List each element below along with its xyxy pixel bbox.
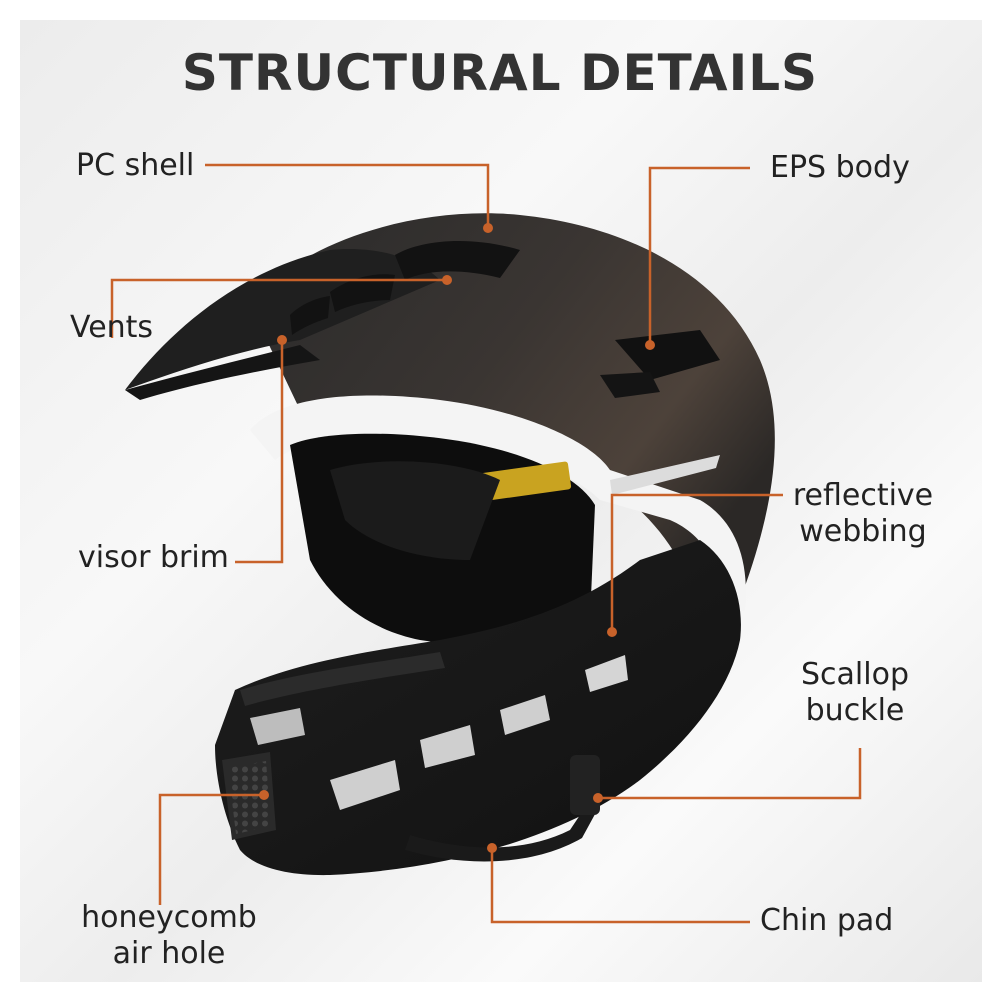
label-scallop-line2: buckle xyxy=(805,693,905,728)
callout-dot-scallop xyxy=(593,793,603,803)
scallop-buckle xyxy=(570,755,600,815)
inner-pad xyxy=(330,461,500,560)
label-reflective-line2: webbing xyxy=(799,514,927,549)
chin-cutout-1 xyxy=(330,760,400,810)
chin-cutout-5 xyxy=(250,708,305,745)
callout-dot-reflective xyxy=(607,627,617,637)
label-vents: Vents xyxy=(70,310,154,345)
callout-line-vents xyxy=(110,278,447,338)
label-scallop-buckle: Scallop buckle xyxy=(790,657,920,729)
callout-line-pc-shell xyxy=(205,163,490,228)
callout-line-honeycomb xyxy=(158,793,264,905)
callout-dot-pc-shell xyxy=(483,223,493,233)
callout-dot-chin-pad xyxy=(487,843,497,853)
callout-dot-vents xyxy=(442,275,452,285)
callout-dot-eps-body xyxy=(645,340,655,350)
label-chin-pad: Chin pad xyxy=(760,903,894,938)
reflective-stripe xyxy=(610,455,720,495)
callout-line-scallop xyxy=(598,748,862,800)
chin-cutout-3 xyxy=(500,695,550,735)
callout-dot-visor-brim xyxy=(277,335,287,345)
label-pc-shell: PC shell xyxy=(76,148,195,183)
callout-line-eps-body xyxy=(648,166,750,345)
chin-strap xyxy=(405,800,600,862)
label-visor-brim: visor brim xyxy=(78,540,229,575)
vent-1 xyxy=(395,240,520,280)
vent-2 xyxy=(330,274,395,312)
chin-cutout-2 xyxy=(420,725,475,768)
callout-line-chin-pad xyxy=(490,848,750,924)
label-honeycomb-line2: air hole xyxy=(112,936,226,971)
white-trim xyxy=(250,395,746,618)
callout-line-reflective xyxy=(610,493,783,632)
label-reflective-webbing: reflective webbing xyxy=(788,478,938,550)
label-eps-body: EPS body xyxy=(770,150,910,185)
vent-side xyxy=(615,330,720,380)
label-honeycomb-line1: honeycomb xyxy=(81,900,257,935)
page-title: STRUCTURAL DETAILS xyxy=(181,44,819,102)
label-reflective-line1: reflective xyxy=(792,478,934,513)
callout-line-visor-brim xyxy=(235,340,284,564)
label-honeycomb-air-hole: honeycomb air hole xyxy=(74,900,264,972)
callout-dot-honeycomb xyxy=(259,790,269,800)
vent-side-2 xyxy=(600,372,660,398)
chin-cutout-4 xyxy=(585,655,628,692)
vent-3 xyxy=(290,296,330,335)
label-scallop-line1: Scallop xyxy=(801,657,909,692)
